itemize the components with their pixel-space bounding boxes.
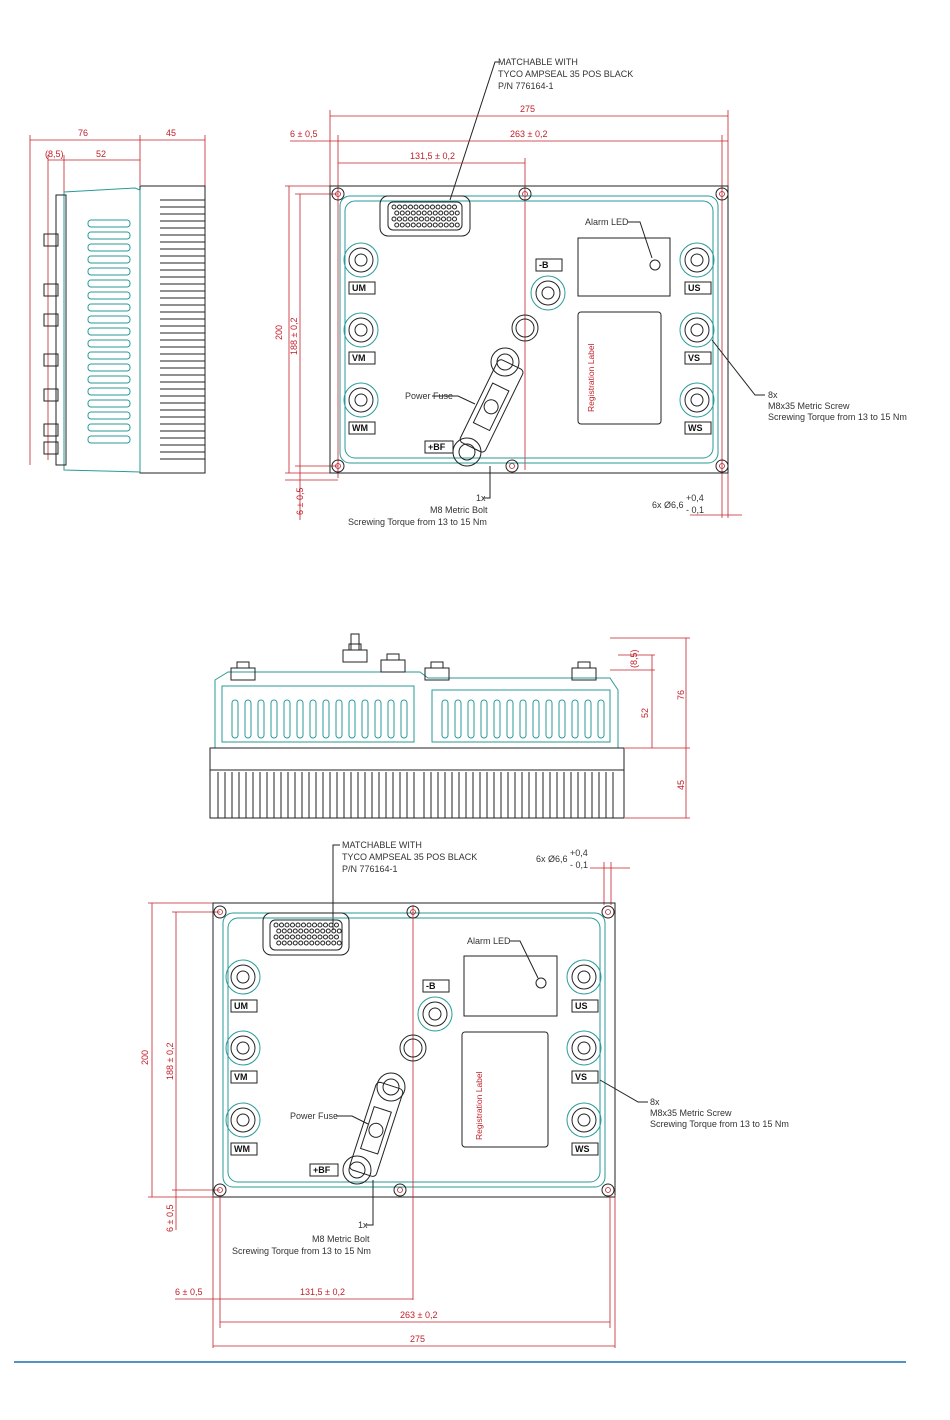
bottom-bolt-note-1: 1x (358, 1220, 368, 1230)
front-dim-offset: (8,5) (629, 649, 639, 668)
terminal-label: -B (539, 260, 549, 270)
side-dim-total: 76 (78, 128, 88, 138)
terminal-label: VM (234, 1072, 248, 1082)
front-dim-total: 76 (676, 690, 686, 700)
terminal-label: VS (688, 353, 700, 363)
front-dim-body: 52 (640, 708, 650, 718)
bottom-screw-note-3: Screwing Torque from 13 to 15 Nm (650, 1119, 789, 1129)
bottom-connector-note-1: MATCHABLE WITH (342, 840, 422, 850)
terminal-label: VS (575, 1072, 587, 1082)
top-screw-note-2: M8x35 Metric Screw (768, 401, 850, 411)
bottom-connector-note-3: P/N 776164-1 (342, 864, 398, 874)
top-screw-note-1: 8x (768, 390, 778, 400)
top-connector-note-2: TYCO AMPSEAL 35 POS BLACK (498, 69, 633, 79)
bottom-dim-bottom-offset: 6 ± 0,5 (165, 1205, 175, 1232)
side-dim-body: 52 (96, 149, 106, 159)
terminal-label: +BF (313, 1165, 331, 1175)
bottom-hole-tol-minus: - 0,1 (570, 860, 588, 870)
bottom-hole-tol-plus: +0,4 (570, 848, 588, 858)
top-dim-height-total: 200 (274, 325, 284, 340)
top-dim-bottom-offset: 6 ± 0,5 (295, 488, 305, 515)
terminal-label: UM (234, 1001, 248, 1011)
bottom-connector-note-2: TYCO AMPSEAL 35 POS BLACK (342, 852, 477, 862)
bottom-dim-width-total: 275 (410, 1334, 425, 1344)
top-view: MATCHABLE WITH TYCO AMPSEAL 35 POS BLACK… (274, 57, 907, 527)
bottom-screw-note-2: M8x35 Metric Screw (650, 1108, 732, 1118)
top-screw-note-3: Screwing Torque from 13 to 15 Nm (768, 412, 907, 422)
bottom-view: MATCHABLE WITH TYCO AMPSEAL 35 POS BLACK… (140, 840, 789, 1348)
top-connector-note-1: MATCHABLE WITH (498, 57, 578, 67)
bottom-dim-center-offset: 131,5 ± 0,2 (300, 1287, 345, 1297)
side-dim-heatsink: 45 (166, 128, 176, 138)
top-bolt-note-2: M8 Metric Bolt (430, 505, 488, 515)
top-dim-hole-spacing-x: 263 ± 0,2 (510, 129, 547, 139)
top-dim-hole-spacing-y: 188 ± 0,2 (289, 318, 299, 355)
top-dim-edge-offset: 6 ± 0,5 (290, 129, 317, 139)
terminal-label: US (575, 1001, 588, 1011)
terminal-label: WS (688, 423, 703, 433)
bottom-dim-height-total: 200 (140, 1050, 150, 1065)
top-hole-note: 6x Ø6,6 (652, 500, 684, 510)
bottom-registration-label: Registration Label (474, 1071, 484, 1140)
front-dim-heatsink: 45 (676, 780, 686, 790)
front-view: (8,5) 52 76 45 (209, 633, 690, 819)
top-power-fuse: Power Fuse (405, 391, 453, 401)
bottom-bolt-note-3: Screwing Torque from 13 to 15 Nm (232, 1246, 371, 1256)
terminal-label: UM (352, 283, 366, 293)
top-connector-note-3: P/N 776164-1 (498, 81, 554, 91)
top-bolt-note-3: Screwing Torque from 13 to 15 Nm (348, 517, 487, 527)
top-dim-width-total: 275 (520, 104, 535, 114)
bottom-alarm-led: Alarm LED (467, 936, 511, 946)
bottom-bolt-note-2: M8 Metric Bolt (312, 1234, 370, 1244)
side-dim-offset: (8,5) (45, 149, 64, 159)
top-bolt-note-1: 1x (476, 493, 486, 503)
bottom-dim-edge-offset: 6 ± 0,5 (175, 1287, 202, 1297)
side-view: 76 45 (8,5) 52 (29, 128, 206, 474)
bottom-power-fuse: Power Fuse (290, 1111, 338, 1121)
top-alarm-led: Alarm LED (585, 217, 629, 227)
top-hole-tol-minus: - 0,1 (686, 505, 704, 515)
terminal-label: WM (234, 1144, 250, 1154)
top-hole-tol-plus: +0,4 (686, 493, 704, 503)
bottom-dim-hole-spacing-x: 263 ± 0,2 (400, 1310, 437, 1320)
top-registration-label: Registration Label (586, 343, 596, 412)
top-dim-center-offset: 131,5 ± 0,2 (410, 151, 455, 161)
bottom-screw-note-1: 8x (650, 1097, 660, 1107)
bottom-hole-note: 6x Ø6,6 (536, 854, 568, 864)
terminal-label: +BF (428, 442, 446, 452)
bottom-dim-hole-spacing-y: 188 ± 0,2 (165, 1043, 175, 1080)
terminal-label: WS (575, 1144, 590, 1154)
terminal-label: WM (352, 423, 368, 433)
terminal-label: -B (426, 981, 436, 991)
terminal-label: VM (352, 353, 366, 363)
terminal-label: US (688, 283, 701, 293)
